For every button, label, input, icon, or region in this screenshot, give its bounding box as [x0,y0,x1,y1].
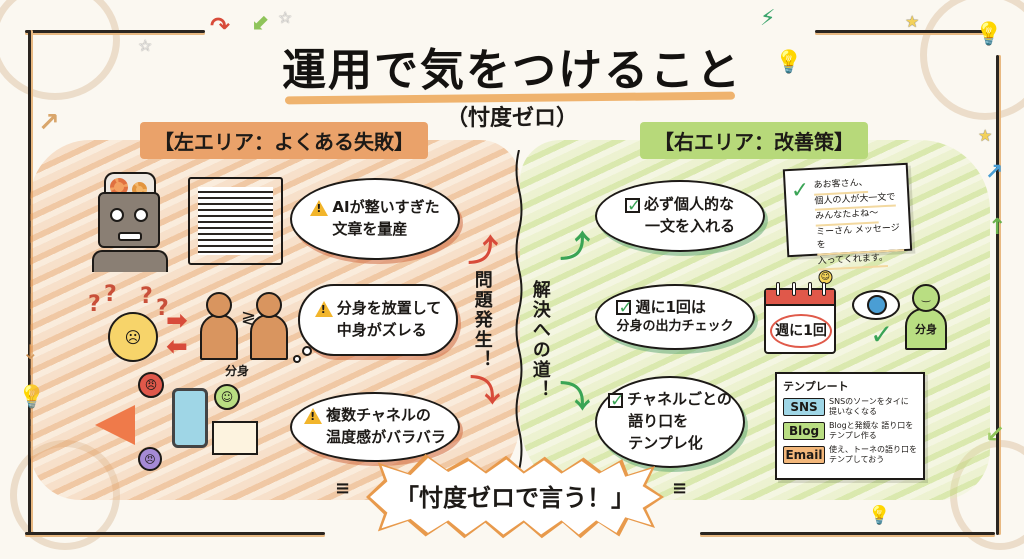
lightbulb-icon: 💡 [775,50,803,75]
arrow-down-left-icon: ↙ [985,420,1006,448]
frame-line-left [28,30,31,535]
frame-line-top-left [25,30,205,33]
curved-arrow-icon: ↷ [210,12,231,40]
frame-line-bottom-left [25,532,325,535]
warning-icon [304,408,323,425]
frame-line-right [996,55,999,535]
calendar-icon: 週に1回 [764,282,836,354]
solution-bubble-1: 必ず個人的な 一文を入れる [595,180,765,252]
coffee-stain-decoration [920,0,1024,120]
frame-line-bottom-right [700,532,995,535]
arrow-down-icon: ⬋ [252,10,271,35]
tag-sns: SNS [783,398,825,416]
curved-arrow-down-icon: ⤵ [560,380,590,415]
page-subtitle: （忖度ゼロ） [445,106,578,131]
avatar-person-icon [200,292,238,360]
curved-arrow-up-icon: ⤴ [560,230,590,265]
checkmark-icon: ✓ [790,177,811,204]
angry-face-icon: 😠 [138,447,162,471]
frame-line-top-right [815,30,990,33]
problem-bubble-3: 複数チャネルの 温度感がバラバラ [290,392,460,462]
question-mark-icon: ? [156,296,169,321]
checkbox-icon [616,296,633,321]
right-section-label: 【右エリア：改善策】 [640,122,868,159]
lightbulb-icon: 💡 [868,505,891,526]
thought-dot [302,346,312,356]
arrow-right-icon: ➡ [166,306,188,336]
star-icon: ☆ [138,36,153,55]
personal-message-note: ✓ あお客さん、 個人の人が大一文で みんなたよね〜 ミーさん メッセージを 入… [782,162,913,285]
avatar-person-icon: 分身 ‿ [905,284,947,350]
star-icon: ★ [978,126,993,145]
checkmark-icon: ✓ [870,318,894,351]
slogan-burst [370,458,660,535]
lightbulb-icon: 💡 [975,22,1003,47]
arrow-up-icon: ↑ [988,215,1007,240]
thought-dot [293,355,301,363]
question-mark-icon: ? [140,284,153,309]
tag-blog: Blog [783,422,825,440]
arrow-up-right-icon: ↗ [985,160,1004,185]
curved-arrow-down-icon: ⤵ [470,374,500,409]
warning-icon [310,200,329,217]
template-card: テンプレート SNS SNSのソーンをタイに 提いなくなる Blog Blogと… [775,372,925,480]
problem-flow-label: 問題発生！ [471,270,493,370]
checkbox-icon [608,389,624,413]
arrow-up-right-icon: ↗ [38,108,60,138]
arrow-left-icon: ⬅ [166,332,188,362]
star-icon: ★ [905,12,920,31]
solution-bubble-3: チャネルごとの 語り口を テンプレ化 [595,376,745,468]
template-row-blog: Blog Blogと発鏡な 語り口をテンプレ作る [783,421,917,441]
checkbox-icon [624,194,641,218]
angry-face-icon: 😠 [138,372,164,398]
solution-bubble-2: 週に1回は 分身の出力チェック [595,284,755,350]
avatar-person-icon [250,292,288,360]
question-mark-icon: ? [104,282,117,307]
center-divider [515,150,523,470]
worried-face-icon: ☹ [108,312,158,362]
left-section-label: 【左エリア：よくある失敗】 [140,122,428,159]
slogan-text: 「忖度ゼロで言う！」 [395,484,635,512]
curved-arrow-up-icon: ⤴ [468,234,498,269]
burst-lines-right: ≡ [672,478,688,499]
eye-icon [852,290,900,320]
template-row-email: Email 使え、トーネの語り口を テンプしておう [783,445,917,465]
solution-flow-label: 解決への道！ [529,280,551,400]
problem-bubble-1: AIが整いすぎた 文章を量産 [290,178,460,260]
tag-email: Email [783,446,825,464]
lightning-icon: ⚡ [760,6,776,31]
page-title: 運用で気をつけること [282,45,742,96]
warning-icon [314,301,333,318]
envelope-icon [212,421,258,455]
avatar-label: 分身 [225,364,250,378]
template-card-title: テンプレート [783,380,849,393]
coffee-stain-decoration [0,0,120,100]
document-icon [188,177,283,265]
burst-lines-left: ≡ [335,478,351,499]
star-icon: ☆ [278,8,293,27]
megaphone-icon [95,405,135,445]
smartphone-icon [172,388,208,448]
problem-bubble-2: 分身を放置して 中身がズレる [298,284,458,356]
happy-face-icon: ☺ [214,384,240,410]
template-row-sns: SNS SNSのソーンをタイに 提いなくなる [783,397,917,417]
question-mark-icon: ? [88,292,101,317]
